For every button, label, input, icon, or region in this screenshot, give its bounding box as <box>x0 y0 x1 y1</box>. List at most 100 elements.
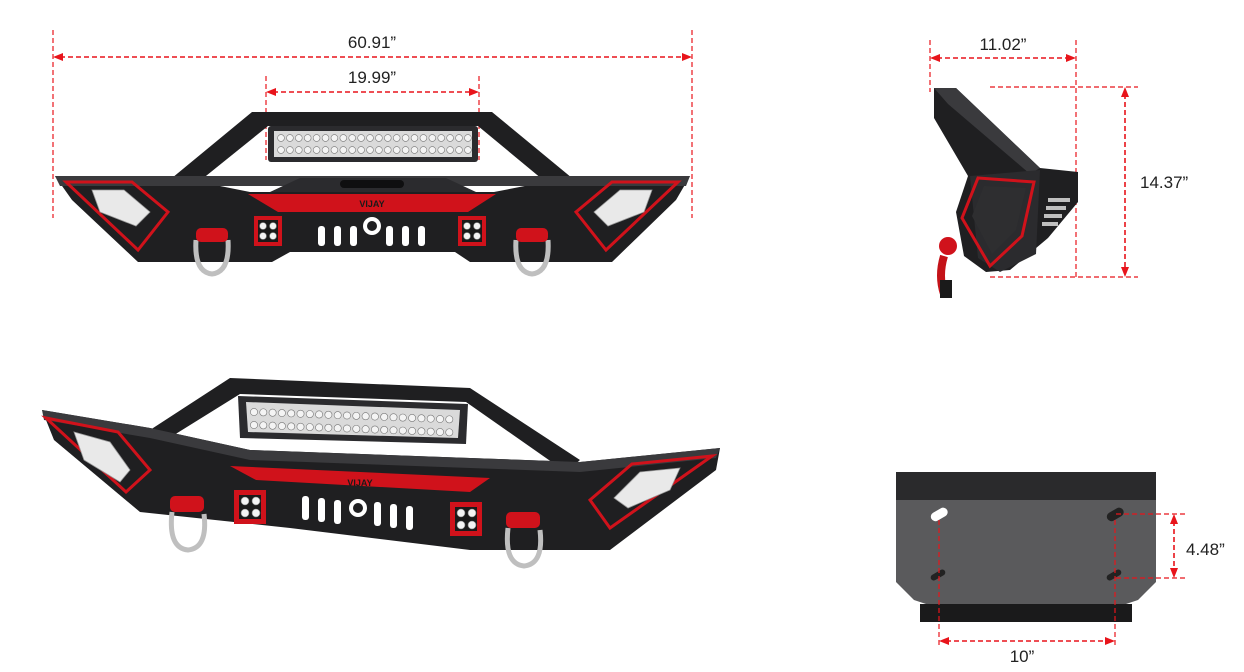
led-dot <box>361 425 370 434</box>
side-height-dimension: 14.37” <box>990 86 1189 278</box>
led-dot <box>268 408 277 417</box>
left-fog-light <box>62 180 171 253</box>
iso-left-cube-light <box>234 490 266 524</box>
led-dot <box>324 410 333 419</box>
led-dot <box>348 146 356 154</box>
right-cube-light <box>458 216 486 246</box>
isometric-view: VIJAY <box>41 378 720 569</box>
led-dot <box>361 412 370 421</box>
led-dot <box>401 134 410 142</box>
led-dot <box>445 428 454 437</box>
iso-left-d-ring <box>168 496 208 553</box>
led-dot <box>417 414 426 423</box>
led-dot <box>304 146 312 154</box>
overall-width-label: 60.91” <box>348 33 397 52</box>
led-dot <box>277 146 285 154</box>
left-cube-light <box>254 216 282 246</box>
led-dot <box>380 425 389 434</box>
right-d-ring <box>513 228 551 277</box>
led-dot <box>366 134 374 142</box>
overall-width-dimension: 60.91” <box>52 30 693 218</box>
led-dot <box>437 134 445 142</box>
led-dot <box>446 134 454 142</box>
led-dot <box>366 146 374 154</box>
plate-height-label: 4.48” <box>1186 540 1225 559</box>
led-dot <box>277 134 285 142</box>
led-dot <box>375 146 383 154</box>
side-height-label: 14.37” <box>1140 173 1189 192</box>
plate-height-dimension: 4.48” <box>1116 513 1225 579</box>
led-dot <box>426 427 435 436</box>
led-dot <box>357 146 365 154</box>
led-dot <box>339 146 347 154</box>
led-dot <box>315 423 323 432</box>
side-depth-label: 11.02” <box>980 35 1027 54</box>
led-dot <box>330 134 339 142</box>
led-dot <box>389 413 398 422</box>
led-dot <box>287 422 296 431</box>
led-dot <box>321 134 330 142</box>
led-dot <box>410 134 419 142</box>
led-dot <box>408 414 416 422</box>
led-dot <box>296 422 305 431</box>
led-dot <box>295 134 303 142</box>
led-dot <box>393 146 401 154</box>
led-dot <box>305 410 314 418</box>
led-dot <box>259 421 268 430</box>
iso-right-d-ring <box>504 512 544 569</box>
led-dot <box>426 414 435 423</box>
led-dot <box>445 415 454 424</box>
led-dot <box>277 409 286 417</box>
led-dot <box>343 424 351 433</box>
led-dot <box>384 146 392 154</box>
led-dot <box>370 425 379 434</box>
led-dot <box>446 146 454 154</box>
led-dot <box>401 146 410 154</box>
iso-left-fog-light <box>41 415 153 495</box>
brand-logo: VIJAY <box>359 199 384 209</box>
led-dot <box>357 134 365 142</box>
led-dot <box>428 146 436 154</box>
led-dot <box>419 146 428 154</box>
led-dot <box>259 408 268 417</box>
led-dot <box>312 134 321 142</box>
right-fog-light <box>573 180 682 253</box>
led-dot <box>380 412 389 421</box>
side-depth-dimension: 11.02” <box>929 35 1077 278</box>
light-bar-width-label: 19.99” <box>348 68 397 87</box>
led-dot <box>398 413 407 422</box>
iso-right-cube-light <box>450 502 482 536</box>
led-dot <box>343 411 351 420</box>
led-dot <box>348 134 356 142</box>
led-dot <box>352 411 361 420</box>
led-dot <box>321 146 330 154</box>
led-dot <box>286 146 294 154</box>
led-dot <box>437 146 445 154</box>
plate-width-dimension: 10” <box>938 520 1116 666</box>
led-dot <box>287 409 296 418</box>
led-dot <box>352 424 361 433</box>
led-dot <box>408 427 416 435</box>
led-dot <box>384 134 392 142</box>
led-dot <box>419 134 428 142</box>
led-dot <box>398 426 407 435</box>
iso-led-light-bar <box>238 396 468 444</box>
led-dot <box>333 424 342 433</box>
led-dot <box>410 146 419 154</box>
led-dot <box>296 409 305 418</box>
led-dot <box>436 415 444 423</box>
led-dot <box>464 134 472 142</box>
side-d-ring <box>937 237 957 298</box>
led-dot <box>464 146 472 154</box>
led-dot <box>428 134 436 142</box>
front-view: 60.91” 19.99” VIJAY <box>52 30 693 277</box>
skid-plate-view: 4.48” 10” <box>896 472 1225 666</box>
led-dot <box>250 421 258 429</box>
led-dot <box>375 134 383 142</box>
led-dot <box>305 423 314 431</box>
led-dot <box>417 427 426 436</box>
led-dot <box>389 426 398 435</box>
led-dot <box>268 421 277 430</box>
led-dot <box>286 134 294 142</box>
